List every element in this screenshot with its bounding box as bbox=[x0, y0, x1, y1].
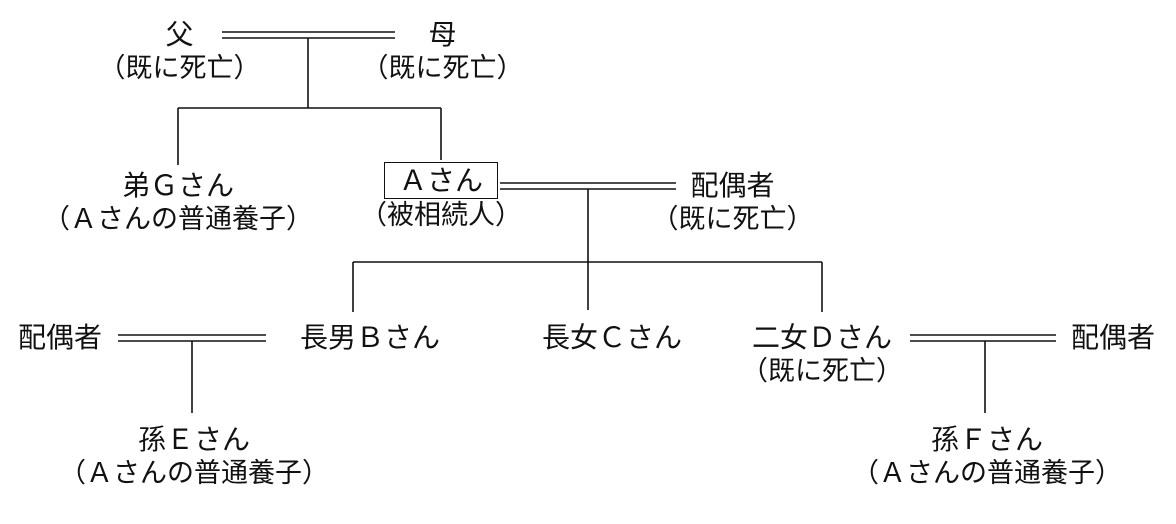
daughter-d-node: 二女Ｄさん （既に死亡） bbox=[732, 320, 912, 389]
daughter-d-name: 二女Ｄさん bbox=[751, 321, 892, 354]
mother-node: 母 （既に死亡） bbox=[360, 17, 525, 86]
son-b-node: 長男Ｂさん bbox=[280, 320, 460, 355]
grandchild-e-note: （Ａさんの普通養子） bbox=[59, 458, 329, 489]
daughter-c-node: 長女Ｃさん bbox=[522, 320, 702, 355]
father-name: 父 bbox=[165, 18, 194, 51]
son-b-name: 長男Ｂさん bbox=[299, 321, 440, 354]
mother-note: （既に死亡） bbox=[361, 53, 524, 84]
spouse-b-name: 配偶者 bbox=[17, 321, 102, 354]
father-node: 父 （既に死亡） bbox=[97, 17, 262, 86]
brother-g-node: 弟Ｇさん （Ａさんの普通養子） bbox=[20, 168, 336, 237]
person-a-note: （被相続人） bbox=[360, 200, 522, 231]
grandchild-e-name: 孫Ｅさん bbox=[137, 423, 250, 456]
spouse-a-name: 配偶者 bbox=[690, 169, 775, 202]
brother-g-note: （Ａさんの普通養子） bbox=[43, 204, 313, 235]
grandchild-f-note: （Ａさんの普通養子） bbox=[852, 458, 1122, 489]
daughter-c-name: 長女Ｃさん bbox=[541, 321, 682, 354]
person-a-name: Ａさん bbox=[383, 162, 498, 199]
brother-g-name: 弟Ｇさん bbox=[121, 169, 234, 202]
person-a-node: Ａさん （被相続人） bbox=[356, 162, 526, 233]
daughter-d-note: （既に死亡） bbox=[741, 356, 903, 387]
spouse-a-node: 配偶者 （既に死亡） bbox=[650, 168, 815, 237]
mother-name: 母 bbox=[428, 18, 457, 51]
spouse-d-name: 配偶者 bbox=[1070, 321, 1155, 354]
spouse-d-node: 配偶者 bbox=[1053, 320, 1173, 355]
father-note: （既に死亡） bbox=[98, 53, 261, 84]
spouse-a-note: （既に死亡） bbox=[651, 204, 814, 235]
grandchild-e-node: 孫Ｅさん （Ａさんの普通養子） bbox=[36, 422, 352, 491]
grandchild-f-name: 孫Ｆさん bbox=[930, 423, 1043, 456]
grandchild-f-node: 孫Ｆさん （Ａさんの普通養子） bbox=[829, 422, 1145, 491]
spouse-b-node: 配偶者 bbox=[0, 320, 120, 355]
